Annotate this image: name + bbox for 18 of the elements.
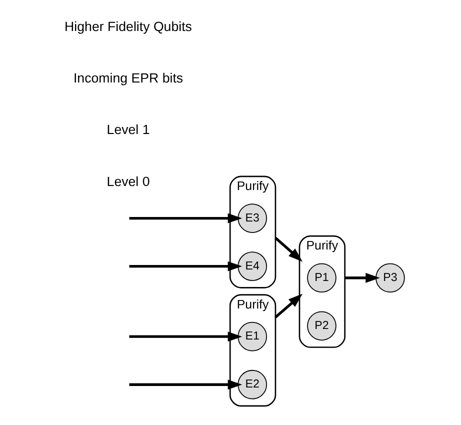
arrow [344,272,380,283]
node-circle: E4 [237,252,267,281]
arrow [128,380,242,390]
label: Higher Fidelity Qubits [64,19,192,34]
arrow [274,294,302,318]
node-circle: E1 [237,322,267,352]
node-circle: P3 [375,263,404,293]
node-circle: P1 [306,263,336,293]
label: Level 0 [106,174,150,189]
label: Incoming EPR bits [72,70,183,86]
node-circle: E2 [237,370,267,400]
arrow [128,261,242,272]
node-circle: E3 [237,204,267,233]
node-circle: P2 [306,311,336,341]
arrow [128,332,242,342]
label: Level 1 [106,122,150,138]
arrow [128,213,242,224]
arrow [274,236,302,262]
